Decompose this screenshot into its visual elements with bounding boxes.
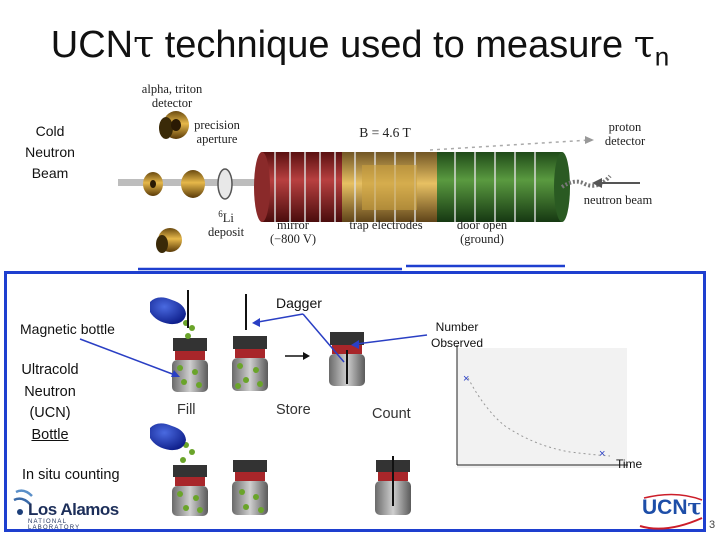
data-point-marker: ×	[599, 448, 605, 460]
dagger-pointer-head	[252, 318, 260, 327]
alpha-triton-detector-label: alpha, triton detector	[130, 82, 214, 110]
proton-path	[429, 139, 591, 151]
data-point-marker: ×	[463, 373, 469, 385]
neutron-beam-arrow-head	[592, 178, 602, 188]
label-line: precision	[194, 118, 240, 132]
label-line: Ultracold	[21, 362, 79, 378]
proton-detector-label: proton detector	[596, 120, 654, 148]
ucn-tau-logo: UCNτ	[636, 490, 706, 532]
trap-electrodes-label: trap electrodes	[349, 218, 423, 232]
ucn-tau-swoosh-icon	[639, 493, 703, 530]
label-line: (ground)	[460, 232, 504, 246]
title-tau-n: τ	[633, 22, 655, 66]
dagger-pointer	[257, 313, 304, 323]
bottle-pointer-head	[171, 370, 180, 377]
count-label: Count	[372, 406, 411, 422]
ucn-tau-text: UCN	[642, 496, 688, 519]
cold-neutron-beam-label: Cold Neutron Beam	[14, 121, 86, 184]
label-line: detector	[604, 134, 646, 148]
door-open-label: door open (ground)	[446, 218, 518, 246]
label-line: (−800 V)	[269, 232, 317, 246]
li-deposit-disk	[217, 168, 233, 200]
los-alamos-mark-icon	[13, 489, 33, 515]
bottle-pointer	[79, 338, 176, 376]
dagger-label: Dagger	[276, 295, 322, 311]
dagger-pointer	[302, 313, 345, 363]
precision-aperture-label: precision aperture	[185, 118, 249, 146]
plot-area	[457, 348, 627, 468]
store-label: Store	[276, 402, 311, 418]
label-line: Li	[222, 211, 234, 226]
ucn-tau-symbol: τ	[687, 494, 702, 519]
ucn-bottle-label: Ultracold Neutron (UCN) Bottle	[12, 360, 88, 446]
ucn-bottle-fill-bottom	[172, 465, 208, 516]
label-line: door open	[456, 218, 508, 232]
title-text: UCN	[50, 24, 134, 66]
page-number: 3	[709, 519, 716, 531]
label-line: proton	[608, 120, 642, 134]
neutron-dots	[177, 320, 264, 513]
ucn-bottle-count-top	[329, 332, 365, 386]
los-alamos-logo: Los Alamos NATIONAL LABORATORY	[10, 486, 120, 531]
title-tau: τ	[133, 22, 155, 66]
bottle-panel	[4, 271, 706, 532]
label-line: aperture	[196, 132, 238, 146]
in-situ-counting-label: In situ counting	[22, 467, 120, 483]
ucn-bottle-store-bottom	[232, 460, 268, 515]
neutron-beam-label: neutron beam	[583, 193, 653, 207]
proton-path-head	[585, 136, 594, 144]
lower-detector	[156, 228, 182, 253]
label-line: Neutron	[24, 383, 76, 400]
alpha-triton-detector	[159, 111, 189, 139]
los-alamos-subtext: NATIONAL LABORATORY	[28, 519, 81, 531]
fill-valve-top	[150, 297, 186, 325]
number-observed-label: Number Observed	[423, 319, 491, 351]
coil-windings	[274, 152, 536, 222]
label-line: Number	[435, 320, 479, 334]
label-line: mirror	[277, 218, 309, 232]
slide-title: UCNτ technique used to measure τn	[0, 22, 720, 73]
exit-spring	[560, 174, 612, 189]
observed-pointer-head	[351, 340, 359, 349]
li-isotope-number: 6	[218, 209, 223, 219]
trap-electrodes	[362, 165, 417, 210]
ucn-bottle-fill-top	[172, 338, 208, 392]
mirror-label: mirror (−800 V)	[258, 218, 328, 246]
label-line: Cold	[35, 123, 65, 139]
label-line: Beam	[31, 165, 69, 181]
fill-label: Fill	[177, 402, 196, 418]
label-line: deposit	[207, 225, 245, 240]
title-text-middle: technique used to measure	[154, 24, 634, 66]
process-arrow-head	[303, 352, 310, 360]
los-alamos-text: Los Alamos	[28, 500, 119, 519]
label-line: (UCN)	[29, 405, 71, 421]
time-axis-label: Time	[616, 457, 643, 471]
li-deposit-label: 6Li deposit	[203, 207, 249, 239]
precision-aperture-disk-1	[143, 172, 163, 196]
label-line: Observed	[430, 336, 484, 350]
label-line: Neutron	[25, 144, 75, 160]
label-line: Bottle	[31, 426, 69, 443]
magnetic-field-label: B = 4.6 T	[359, 125, 411, 140]
title-subscript: n	[654, 41, 670, 72]
observed-pointer	[355, 334, 428, 345]
decay-curve	[467, 377, 611, 457]
magnetic-bottle-label: Magnetic bottle	[20, 321, 115, 337]
precision-aperture-disk-2	[181, 170, 205, 198]
label-line: detector	[151, 96, 193, 110]
fill-valve-bottom	[150, 423, 186, 451]
label-line: alpha, triton	[141, 82, 203, 96]
